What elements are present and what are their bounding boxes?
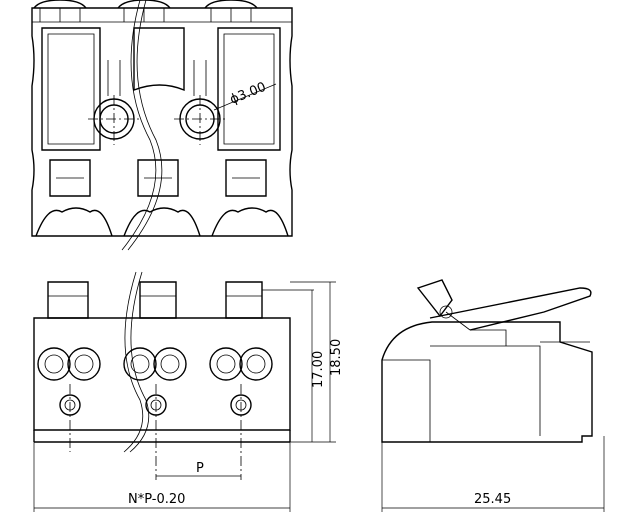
overall-width-label: N*P-0.20 [128, 492, 185, 507]
side-view [381, 279, 605, 512]
depth-label: 25.45 [474, 492, 511, 507]
height-body-label: 17.00 [311, 351, 326, 388]
front-view [33, 271, 336, 512]
height-total-label: 18.50 [329, 339, 344, 376]
top-view [31, 0, 293, 251]
hole-diameter-label: ϕ3.00 [228, 80, 268, 108]
pitch-label: P [196, 461, 204, 476]
